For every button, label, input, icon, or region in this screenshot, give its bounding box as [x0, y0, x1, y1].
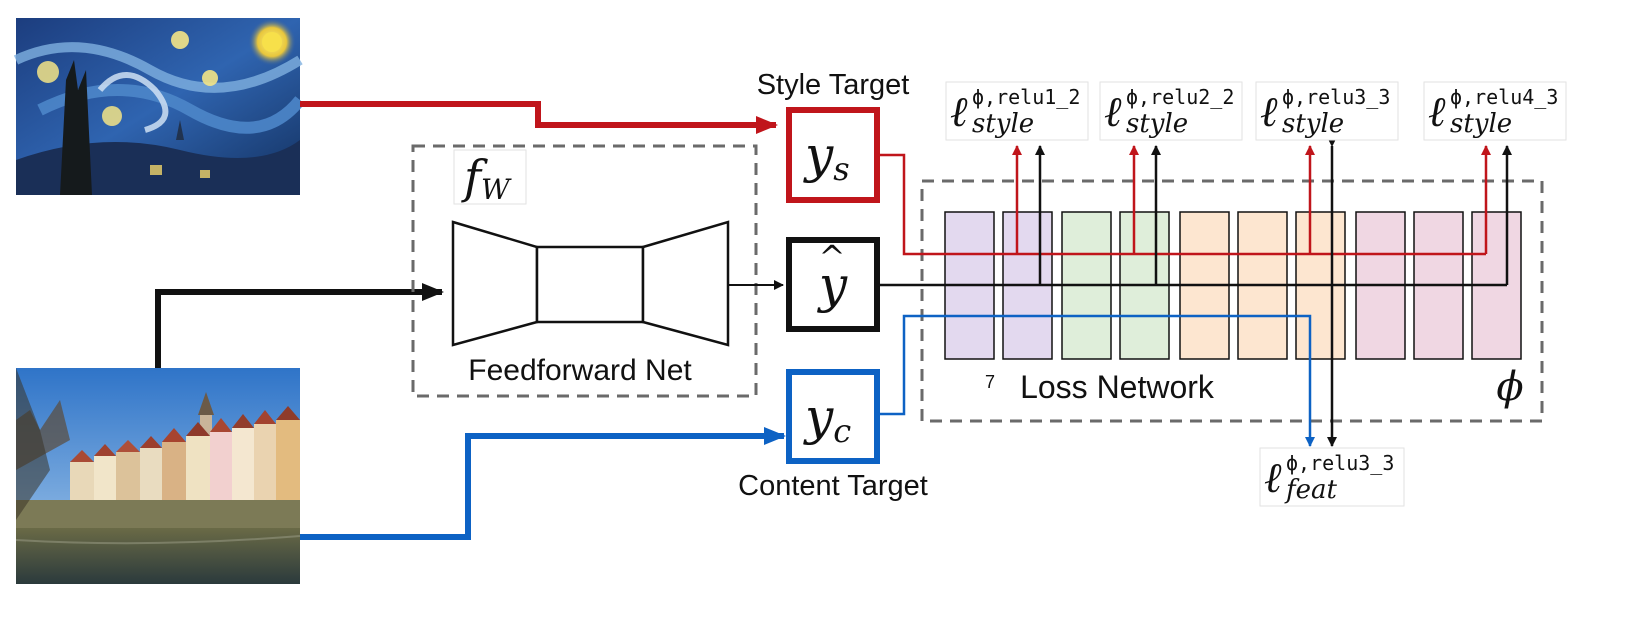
style-target-feature-path [877, 145, 1491, 256]
transform-network-symbol-box [453, 149, 527, 205]
loss-network: 7 Loss Network ϕ [920, 179, 1544, 423]
feature-loss-superscript: ϕ,relu3_3 [1286, 451, 1394, 475]
style-loss-2-superscript: ϕ,relu2_2 [1126, 85, 1234, 109]
transform-network-label: Feedforward Net [468, 354, 692, 387]
style-loss-3-subscript: style [1282, 109, 1344, 139]
input-image-arrow [155, 283, 444, 368]
content-target-feature-path [877, 314, 1315, 447]
feature-loss-subscript: feat [1284, 475, 1338, 505]
style-image [13, 18, 305, 195]
style-loss-1-subscript: style [972, 109, 1034, 139]
style-loss-2-box [1099, 81, 1243, 141]
style-loss-2-base: ℓ [1104, 87, 1122, 136]
content-target-label: Content Target [738, 470, 928, 502]
style-loss-4-superscript: ϕ,relu4_3 [1450, 85, 1558, 109]
style-loss-3-base: ℓ [1260, 87, 1278, 136]
style-target-symbol: ys [803, 126, 850, 188]
loss-network-page-mark: 7 [985, 372, 995, 392]
encoder-decoder-shape [451, 220, 730, 347]
content-image-arrow [300, 427, 786, 540]
style-loss-1-box [945, 81, 1089, 141]
loss-network-symbol: ϕ [1496, 364, 1523, 410]
content-target-symbol: yc [803, 388, 851, 450]
style-loss-1-superscript: ϕ,relu1_2 [972, 85, 1080, 109]
feature-loss-base: ℓ [1264, 453, 1282, 502]
output-symbol: y [817, 256, 848, 314]
style-loss-4-subscript: style [1450, 109, 1512, 139]
style-loss-4-base: ℓ [1428, 87, 1446, 136]
content-target-node: yc Content Target [738, 369, 928, 502]
output-feature-path [877, 137, 1512, 447]
style-loss-1-base: ℓ [950, 87, 968, 136]
transform-network: fW Feedforward Net [411, 144, 758, 398]
houses-row [70, 406, 300, 502]
style-image-arrow [300, 101, 778, 134]
style-loss-4-box [1423, 81, 1567, 141]
style-loss-3-superscript: ϕ,relu3_3 [1282, 85, 1390, 109]
feature-loss-box [1259, 447, 1405, 507]
style-target-node: Style Target ys [757, 69, 910, 203]
content-image [15, 368, 301, 584]
output-node: ^ y [786, 237, 880, 332]
loss-network-boundary [920, 179, 1544, 423]
transform-network-boundary [411, 144, 758, 398]
loss-network-label: Loss Network [1020, 369, 1215, 405]
style-loss-3-box [1255, 81, 1399, 141]
style-loss-2-subscript: style [1126, 109, 1188, 139]
output-hat: ^ [819, 238, 846, 276]
style-target-label: Style Target [757, 69, 910, 101]
